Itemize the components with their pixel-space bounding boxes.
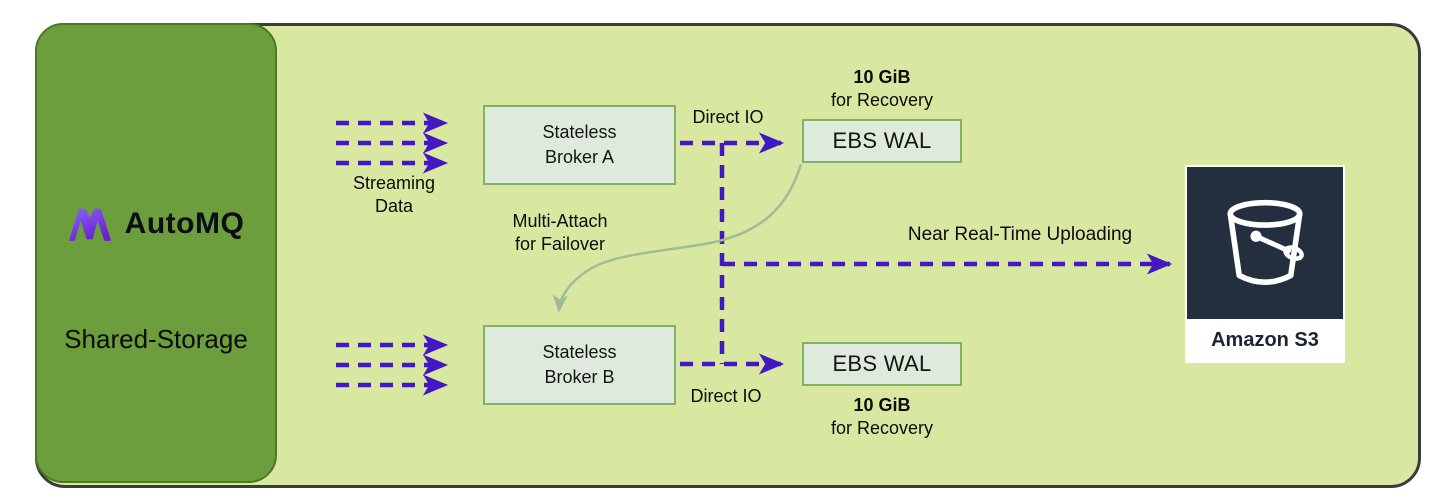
direct-io-bottom-label: Direct IO <box>690 386 762 406</box>
brand-panel: AutoMQ Shared-Storage <box>35 23 277 483</box>
broker-b-label-line1: Stateless <box>542 342 617 362</box>
automq-logo: AutoMQ <box>37 205 275 243</box>
streaming-data-label: Streaming Data <box>352 173 436 216</box>
broker-a-node: Stateless Broker A <box>483 105 676 185</box>
multi-attach-label: Multi-Attach for Failover <box>512 211 608 254</box>
ebs-wal-top-label: EBS WAL <box>832 128 932 153</box>
panel-title: Shared-Storage <box>64 324 248 354</box>
amazon-s3-label: Amazon S3 <box>1211 328 1319 351</box>
s3-bucket-icon <box>1187 167 1343 319</box>
recovery-bottom-label: 10 GiB for Recovery <box>830 395 934 438</box>
broker-b-label-line2: Broker B <box>544 367 615 387</box>
broker-b-node: Stateless Broker B <box>483 325 676 405</box>
ebs-wal-bottom-label: EBS WAL <box>832 351 932 376</box>
automq-m-icon <box>68 208 111 241</box>
near-real-time-uploading-label: Near Real-Time Uploading <box>907 224 1133 245</box>
ebs-wal-bottom-node: EBS WAL <box>802 342 962 386</box>
ebs-wal-top-node: EBS WAL <box>802 119 962 163</box>
broker-a-label-line2: Broker A <box>544 147 615 167</box>
recovery-top-label: 10 GiB for Recovery <box>830 67 934 110</box>
direct-io-top-label: Direct IO <box>692 107 764 127</box>
automq-wordmark: AutoMQ <box>124 207 245 240</box>
amazon-s3-node: Amazon S3 <box>1185 165 1345 363</box>
broker-a-label-line1: Stateless <box>542 122 617 142</box>
